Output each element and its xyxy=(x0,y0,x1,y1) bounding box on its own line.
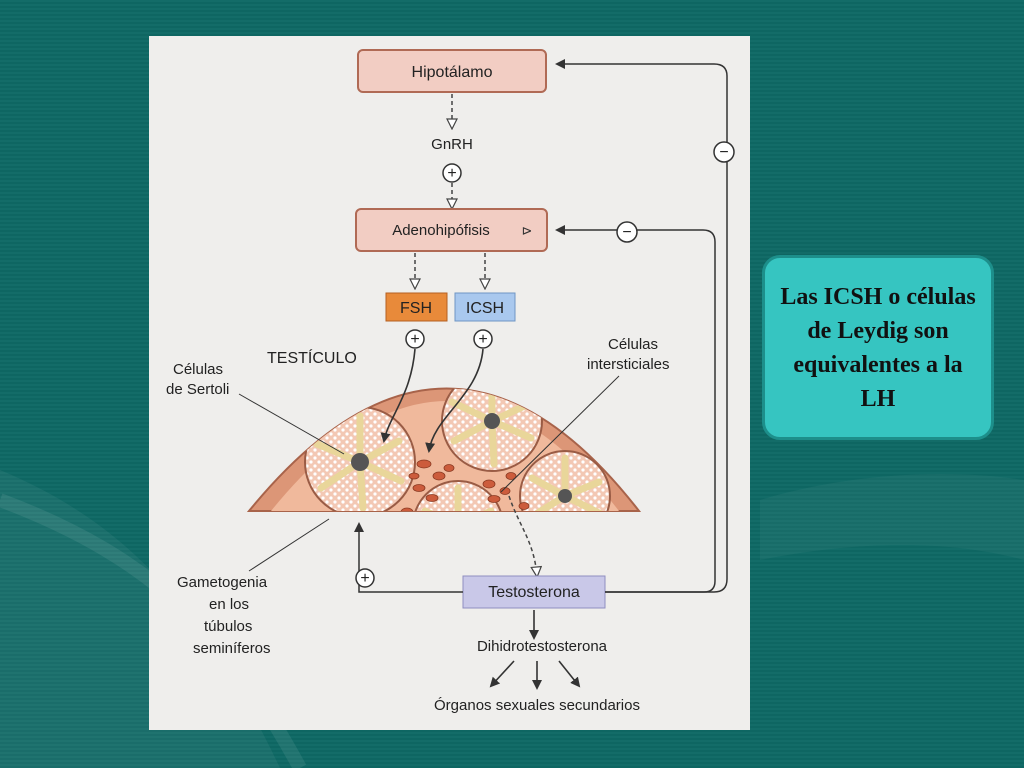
triangle-marker-icon: ⊳ xyxy=(522,223,533,238)
hypothalamus-label: Hipotálamo xyxy=(412,64,493,81)
gametogenesis-label: Gametogenia en los túbulos seminíferos xyxy=(177,574,271,657)
minus-sign-adenohypophysis: − xyxy=(616,221,638,243)
svg-text:+: + xyxy=(447,165,456,182)
minus-sign-hypothalamus: − xyxy=(713,141,735,163)
svg-text:+: + xyxy=(478,331,487,348)
callout-box: Las ICSH o células de Leydig son equival… xyxy=(762,255,994,440)
gametogenesis-pointer xyxy=(248,518,330,572)
plus-sign-fsh: + xyxy=(405,329,425,349)
tubule-4 xyxy=(412,480,504,511)
fsh-label: FSH xyxy=(400,300,432,317)
diagram-figure: Hipotálamo GnRH + Adenohipófisis ⊳ FSH I… xyxy=(149,36,750,730)
svg-text:+: + xyxy=(410,331,419,348)
adenohypophysis-label: Adenohipófisis xyxy=(392,222,490,239)
interstitial-label: Células intersticiales xyxy=(587,336,670,373)
svg-text:−: − xyxy=(719,144,728,161)
dht-label: Dihidrotestosterona xyxy=(477,638,608,655)
tubule-3 xyxy=(519,450,611,511)
tubule-2 xyxy=(441,388,543,472)
icsh-label: ICSH xyxy=(466,300,504,317)
gnrh-label: GnRH xyxy=(431,136,473,153)
arrow-icsh-interstitial xyxy=(425,348,484,453)
plus-sign-gnrh: + xyxy=(442,163,462,183)
hypothalamus-box: Hipotálamo xyxy=(357,49,547,93)
svg-text:+: + xyxy=(360,570,369,587)
sertoli-label: Células de Sertoli xyxy=(166,361,229,398)
arrow-dht-organs-right xyxy=(558,660,581,688)
arrow-testosterone-gametogenesis xyxy=(354,522,463,593)
tubule-1 xyxy=(304,406,416,511)
plus-sign-icsh: + xyxy=(473,329,493,349)
callout-text: Las ICSH o células de Leydig son equival… xyxy=(780,283,976,412)
testis-label: TESTÍCULO xyxy=(267,348,357,367)
arrow-fsh-sertoli xyxy=(380,348,416,443)
leydig-cells xyxy=(400,459,530,511)
arrow-feedback-hypothalamus xyxy=(555,59,728,593)
arrow-interstitial-testosterone xyxy=(508,495,537,576)
testosterone-label: Testosterona xyxy=(488,584,580,601)
testis xyxy=(246,387,642,512)
interstitial-pointer xyxy=(500,375,620,493)
plus-sign-gametogenesis: + xyxy=(355,568,375,588)
secondary-organs-label: Órganos sexuales secundarios xyxy=(434,697,640,714)
svg-text:−: − xyxy=(622,224,631,241)
fsh-box: FSH xyxy=(385,292,448,322)
arrow-dht-organs-left xyxy=(489,660,515,688)
diagram-svg: Hipotálamo GnRH + Adenohipófisis ⊳ FSH I… xyxy=(166,49,735,714)
testosterone-box: Testosterona xyxy=(462,575,606,609)
adenohypophysis-box: Adenohipófisis ⊳ xyxy=(355,208,548,252)
sertoli-pointer xyxy=(238,393,345,455)
arrow-feedback-adenohypophysis xyxy=(555,225,716,593)
icsh-box: ICSH xyxy=(454,292,516,322)
